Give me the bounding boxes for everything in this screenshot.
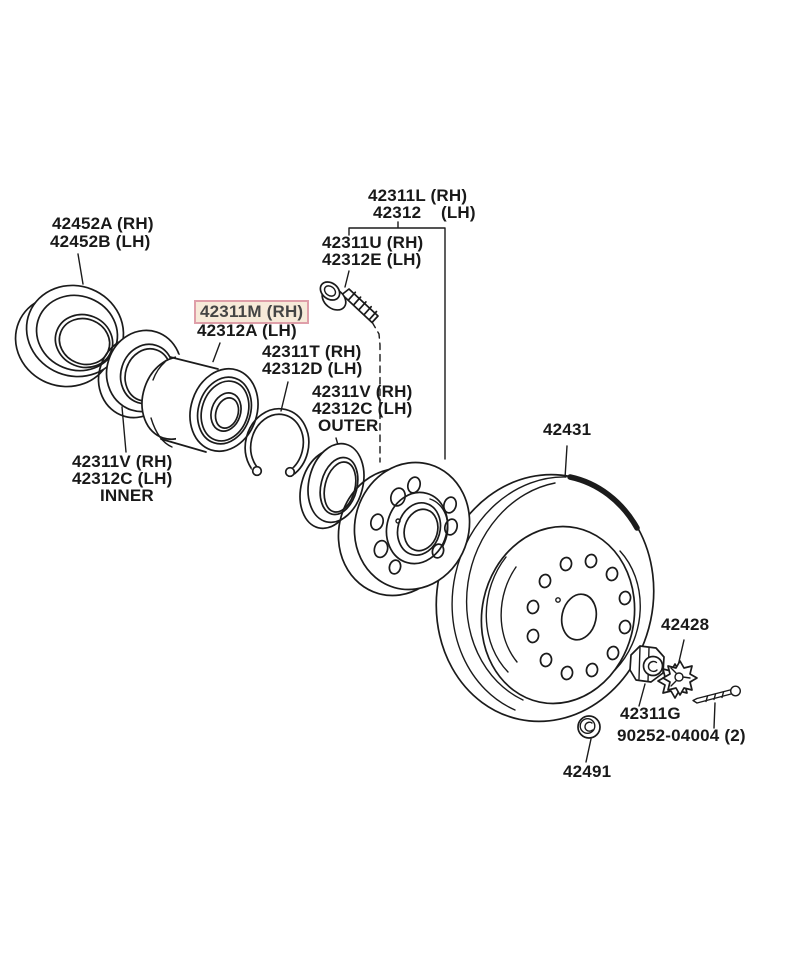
leader-lock-nut bbox=[638, 683, 646, 707]
part-label-cotter-pin[interactable]: 90252-04004 (2) bbox=[617, 726, 746, 745]
part-label-seal-outer-caption[interactable]: OUTER bbox=[318, 416, 379, 435]
part-label-hub-bolt-lh[interactable]: 42312E (LH) bbox=[322, 250, 422, 269]
dashed-alignment-line bbox=[371, 321, 381, 463]
part-label-seal-outer-rh[interactable]: 42311V (RH) bbox=[312, 382, 413, 401]
leader-snap-ring bbox=[280, 381, 289, 412]
leader-cap-plug bbox=[585, 738, 592, 763]
part-label-grease-cap-rh[interactable]: 42452A (RH) bbox=[52, 214, 154, 233]
part-label-seal-inner-lh[interactable]: 42312C (LH) bbox=[72, 469, 173, 488]
part-label-bearing-lh[interactable]: 42312A (LH) bbox=[197, 321, 297, 340]
leader-grease-cap bbox=[77, 253, 84, 285]
outer-oil-seal-drawing bbox=[299, 442, 365, 530]
cap-plug-drawing bbox=[577, 715, 601, 739]
part-label-snap-ring-lh[interactable]: 42312D (LH) bbox=[262, 359, 363, 378]
bracket-hub-assembly bbox=[344, 221, 446, 460]
brake-rotor-drawing bbox=[435, 473, 655, 723]
leader-rotor bbox=[564, 445, 568, 479]
axle-hub-drawing bbox=[337, 461, 471, 597]
part-label-seal-outer-lh[interactable]: 42312C (LH) bbox=[312, 399, 413, 418]
part-label-hub-bolt-rh[interactable]: 42311U (RH) bbox=[322, 233, 424, 252]
lock-nut-drawing bbox=[629, 645, 665, 683]
part-label-brake-rotor[interactable]: 42431 bbox=[543, 420, 592, 439]
part-label-seal-inner-caption[interactable]: INNER bbox=[100, 486, 154, 505]
part-label-lock-nut[interactable]: 42311G bbox=[620, 704, 681, 723]
part-label-grease-cap-lh[interactable]: 42452B (LH) bbox=[50, 232, 151, 251]
nut-lock-cap-drawing bbox=[657, 660, 698, 699]
wheel-bearing-drawing bbox=[141, 354, 259, 456]
part-label-snap-ring-rh[interactable]: 42311T (RH) bbox=[262, 342, 362, 361]
leader-inner-seal bbox=[121, 406, 127, 453]
part-label-bearing-rh[interactable]: 42311M (RH) bbox=[194, 300, 310, 324]
hub-bolt-holes bbox=[369, 476, 459, 575]
part-label-hub-assembly-lh[interactable]: 42312 (LH) bbox=[373, 203, 476, 222]
part-label-nut-lock-cap[interactable]: 42428 bbox=[661, 615, 710, 634]
cotter-pin-drawing bbox=[692, 685, 742, 704]
part-label-cap-plug[interactable]: 42491 bbox=[563, 762, 612, 781]
rotor-hole-ring bbox=[526, 553, 632, 681]
hub-bolt-drawing bbox=[319, 281, 379, 324]
part-label-hub-assembly-rh[interactable]: 42311L (RH) bbox=[368, 186, 468, 205]
leader-cotter-pin bbox=[713, 702, 716, 729]
bolt-thread-lines bbox=[347, 291, 378, 320]
leader-lines bbox=[77, 221, 716, 763]
part-label-seal-inner-rh[interactable]: 42311V (RH) bbox=[72, 452, 173, 471]
snap-ring-drawing bbox=[244, 407, 310, 492]
